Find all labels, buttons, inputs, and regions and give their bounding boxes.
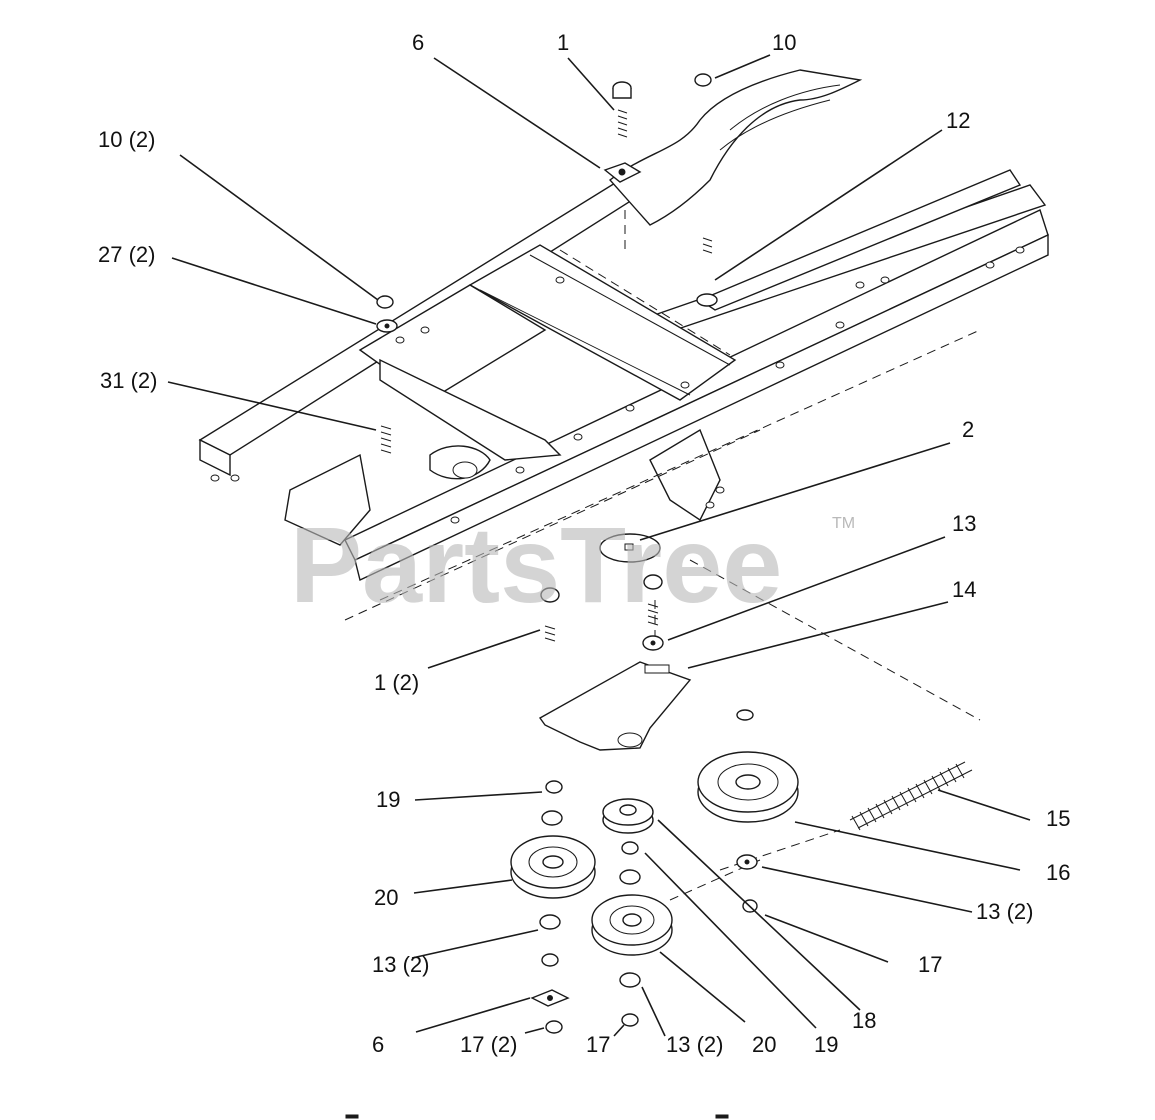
callout-19-bottom: 19 (814, 1032, 838, 1057)
callout-18: 18 (852, 1008, 876, 1033)
callout-13-2-bottom: 13 (2) (666, 1032, 723, 1057)
callout-16: 16 (1046, 860, 1070, 885)
callout-15: 15 (1046, 806, 1070, 831)
callout-20-left: 20 (374, 885, 398, 910)
callout-20-bottom: 20 (752, 1032, 776, 1057)
callout-13-2-left: 13 (2) (372, 952, 429, 977)
watermark: PartsTree TM (290, 504, 855, 625)
callout-1-top: 1 (557, 30, 569, 55)
callout-2: 2 (962, 417, 974, 442)
watermark-trademark: TM (832, 515, 855, 532)
callout-6-top: 6 (412, 30, 424, 55)
callout-10-top: 10 (772, 30, 796, 55)
callout-17-bottom: 17 (586, 1032, 610, 1057)
callout-19-left: 19 (376, 787, 400, 812)
hardware-parts (376, 73, 973, 1034)
callout-31-2: 31 (2) (100, 368, 157, 393)
callout-17-right: 17 (918, 952, 942, 977)
leader-lines (167, 54, 1031, 1037)
callout-17-2: 17 (2) (460, 1032, 517, 1057)
callout-10-2: 10 (2) (98, 127, 155, 152)
callout-12: 12 (946, 108, 970, 133)
callout-27-2: 27 (2) (98, 242, 155, 267)
callout-13: 13 (952, 511, 976, 536)
callout-6-bottom: 6 (372, 1032, 384, 1057)
callout-1-2: 1 (2) (374, 670, 419, 695)
callout-14: 14 (952, 577, 976, 602)
frame-assembly (198, 69, 1049, 901)
rail-holes (210, 246, 1025, 524)
watermark-text: PartsTree (290, 504, 782, 625)
callout-labels: 6 1 10 10 (2) 12 27 (2) 31 (2) 2 13 14 1… (98, 30, 1070, 1057)
callout-13-2-right: 13 (2) (976, 899, 1033, 924)
cropped-bottom-marks (345, 1114, 729, 1119)
spring-coil (849, 761, 973, 831)
